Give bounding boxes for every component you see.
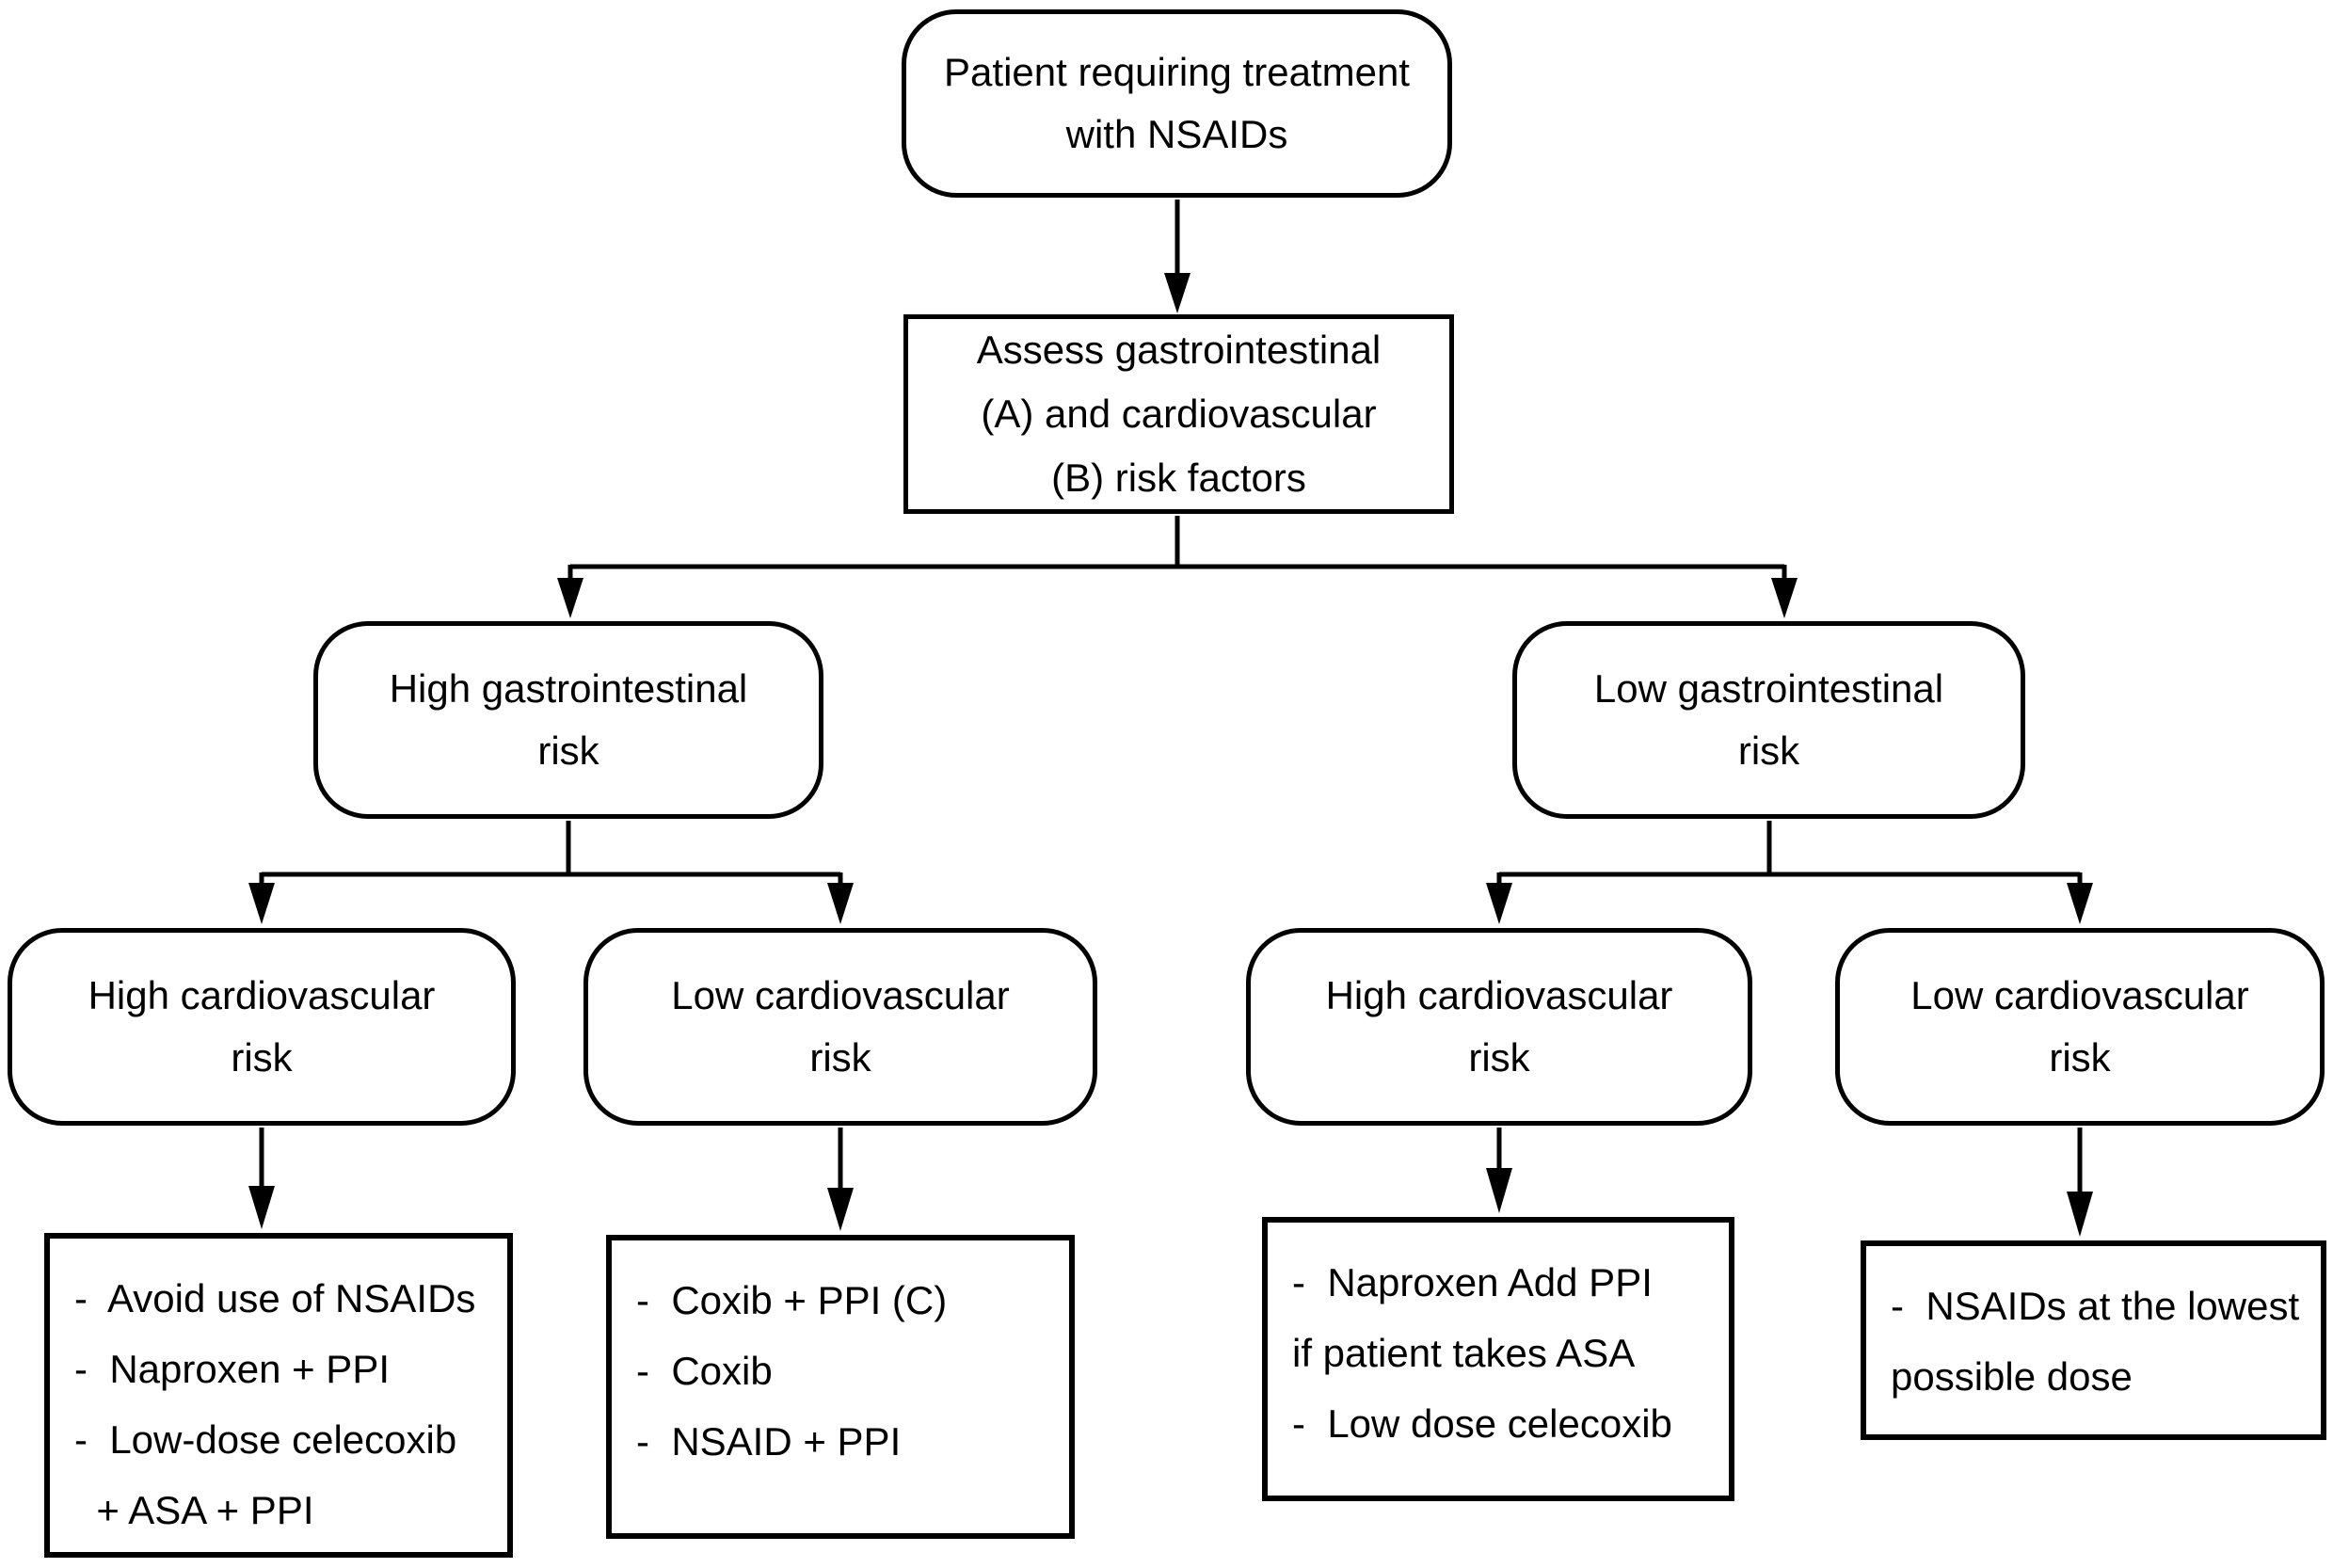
node-text: High cardiovascular risk: [12, 965, 511, 1089]
connector-low-gi-branch: [1486, 821, 2093, 924]
node-text-line: Low cardiovascular: [1910, 973, 2249, 1017]
node-text-line: risk: [2049, 1035, 2111, 1080]
node-text: - Avoid use of NSAIDs - Naproxen + PPI -…: [74, 1263, 500, 1545]
node-text-line: - NSAIDs at the lowest: [1891, 1284, 2300, 1328]
node-text: - NSAIDs at the lowest possible dose: [1891, 1271, 2313, 1412]
node-text-line: with NSAIDs: [1065, 112, 1288, 156]
node-text-line: - Low dose celecoxib: [1292, 1401, 1672, 1446]
node-text-line: High gastrointestinal: [389, 666, 748, 711]
node-text-line: risk: [537, 728, 599, 773]
node-text-line: risk: [1468, 1035, 1530, 1080]
flow-node-assess-risk: Assess gastrointestinal (A) and cardiova…: [903, 314, 1454, 514]
node-text: Patient requiring treatment with NSAIDs: [906, 41, 1447, 166]
node-text: - Naproxen Add PPI if patient takes ASA …: [1292, 1247, 1721, 1459]
connector-patient-assess: [1164, 200, 1190, 313]
flow-node-low-cv-risk-left: Low cardiovascular risk: [583, 928, 1097, 1126]
node-text: Low cardiovascular risk: [1840, 965, 2320, 1089]
node-text-line: Low cardiovascular: [671, 973, 1010, 1017]
flow-node-high-gi-risk: High gastrointestinal risk: [313, 621, 823, 819]
node-text-line: (B) risk factors: [1051, 456, 1306, 500]
node-text-line: - Naproxen Add PPI: [1292, 1260, 1653, 1304]
node-text-line: risk: [1737, 728, 1800, 773]
connector-low-cv-left-treatment: [827, 1128, 854, 1231]
node-text: Assess gastrointestinal (A) and cardiova…: [908, 318, 1449, 510]
connector-high-gi-branch: [248, 821, 854, 924]
flow-node-high-cv-risk-right: High cardiovascular risk: [1246, 928, 1752, 1126]
node-text-line: possible dose: [1891, 1354, 2133, 1399]
node-text-line: - Avoid use of NSAIDs: [74, 1276, 476, 1320]
flow-node-treatment-high-gi-high-cv: - Avoid use of NSAIDs - Naproxen + PPI -…: [44, 1233, 513, 1558]
node-text-line: (A) and cardiovascular: [981, 392, 1377, 436]
node-text: Low cardiovascular risk: [588, 965, 1093, 1089]
connector-low-cv-right-treatment: [2067, 1128, 2093, 1237]
connector-assess-branch: [557, 516, 1798, 618]
flow-node-treatment-high-gi-low-cv: - Coxib + PPI (C) - Coxib - NSAID + PPI: [606, 1235, 1075, 1539]
node-text-line: High cardiovascular: [88, 973, 436, 1017]
node-text: High cardiovascular risk: [1251, 965, 1748, 1089]
node-text-line: Patient requiring treatment: [944, 50, 1410, 94]
node-text-line: risk: [231, 1035, 293, 1080]
node-text-line: - NSAID + PPI: [636, 1419, 902, 1464]
node-text-line: Low gastrointestinal: [1593, 666, 1944, 711]
node-text-line: if patient takes ASA: [1292, 1331, 1636, 1375]
node-text: Low gastrointestinal risk: [1517, 658, 2021, 782]
connector-high-cv-right-treatment: [1486, 1128, 1512, 1213]
node-text: High gastrointestinal risk: [318, 658, 819, 782]
node-text-line: + ASA + PPI: [74, 1488, 314, 1532]
flow-node-low-cv-risk-right: Low cardiovascular risk: [1835, 928, 2325, 1126]
node-text-line: risk: [809, 1035, 871, 1080]
flow-node-treatment-low-gi-low-cv: - NSAIDs at the lowest possible dose: [1861, 1240, 2326, 1440]
node-text-line: - Coxib: [636, 1349, 773, 1393]
node-text-line: High cardiovascular: [1325, 973, 1673, 1017]
node-text-line: - Coxib + PPI (C): [636, 1278, 948, 1322]
connector-high-cv-left-treatment: [248, 1128, 275, 1229]
node-text-line: Assess gastrointestinal: [976, 328, 1382, 372]
node-text-line: - Low-dose celecoxib: [74, 1417, 457, 1462]
node-text: - Coxib + PPI (C) - Coxib - NSAID + PPI: [636, 1265, 1062, 1477]
flow-node-patient: Patient requiring treatment with NSAIDs: [902, 9, 1452, 198]
flow-node-high-cv-risk-left: High cardiovascular risk: [8, 928, 516, 1126]
flow-node-treatment-low-gi-high-cv: - Naproxen Add PPI if patient takes ASA …: [1262, 1217, 1734, 1501]
node-text-line: - Naproxen + PPI: [74, 1347, 390, 1391]
flow-node-low-gi-risk: Low gastrointestinal risk: [1512, 621, 2025, 819]
